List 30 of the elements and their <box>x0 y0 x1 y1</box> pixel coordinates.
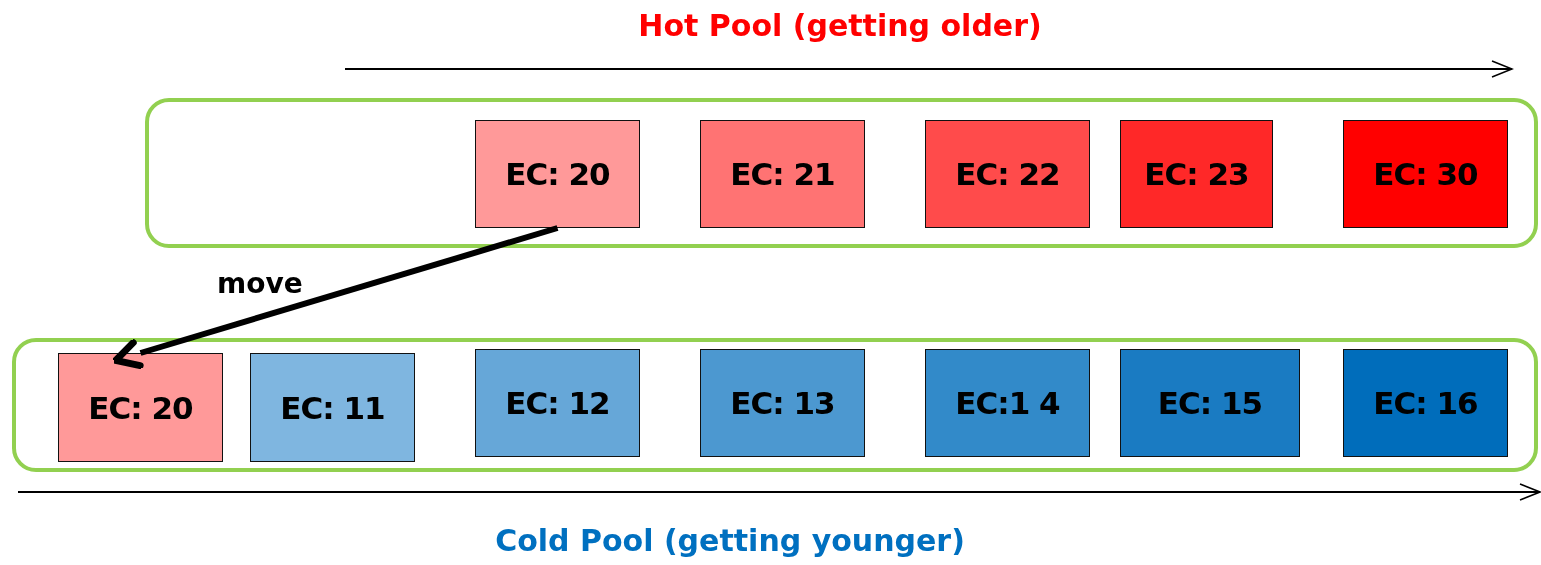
extent-box <box>1120 349 1300 457</box>
ec-label: EC: 11 <box>280 389 385 426</box>
extent-box <box>700 120 865 228</box>
ec-label: EC: 22 <box>955 156 1060 192</box>
ec-label: EC: 15 <box>1157 385 1263 421</box>
extent-box <box>1343 349 1508 457</box>
arrow <box>112 225 559 370</box>
extent-box <box>475 120 640 228</box>
extent-box <box>1343 120 1508 228</box>
ec-label: EC: 13 <box>730 385 835 421</box>
ec-label: EC: 30 <box>1373 156 1478 192</box>
extent-box <box>925 349 1090 457</box>
extent-box <box>1120 120 1273 228</box>
ec-label: EC: 21 <box>730 156 835 192</box>
extent-box <box>925 120 1090 228</box>
ec-label: EC: 16 <box>1373 385 1478 421</box>
extent-box <box>250 353 415 462</box>
extent-box <box>475 349 640 457</box>
pool-container <box>145 98 1538 248</box>
pool-heading: Cold Pool (getting younger) <box>495 523 965 558</box>
pool-container <box>12 338 1538 472</box>
extent-box <box>700 349 865 457</box>
pool-heading: Hot Pool (getting older) <box>638 8 1042 43</box>
extent-box <box>58 353 223 462</box>
ec-label: EC: 20 <box>505 156 610 192</box>
edge-label: move <box>217 266 303 300</box>
ec-label: EC: 12 <box>505 385 610 421</box>
ec-label: EC: 20 <box>88 389 193 426</box>
ec-label: EC:1 4 <box>955 385 1060 421</box>
ec-label: EC: 23 <box>1144 156 1249 192</box>
